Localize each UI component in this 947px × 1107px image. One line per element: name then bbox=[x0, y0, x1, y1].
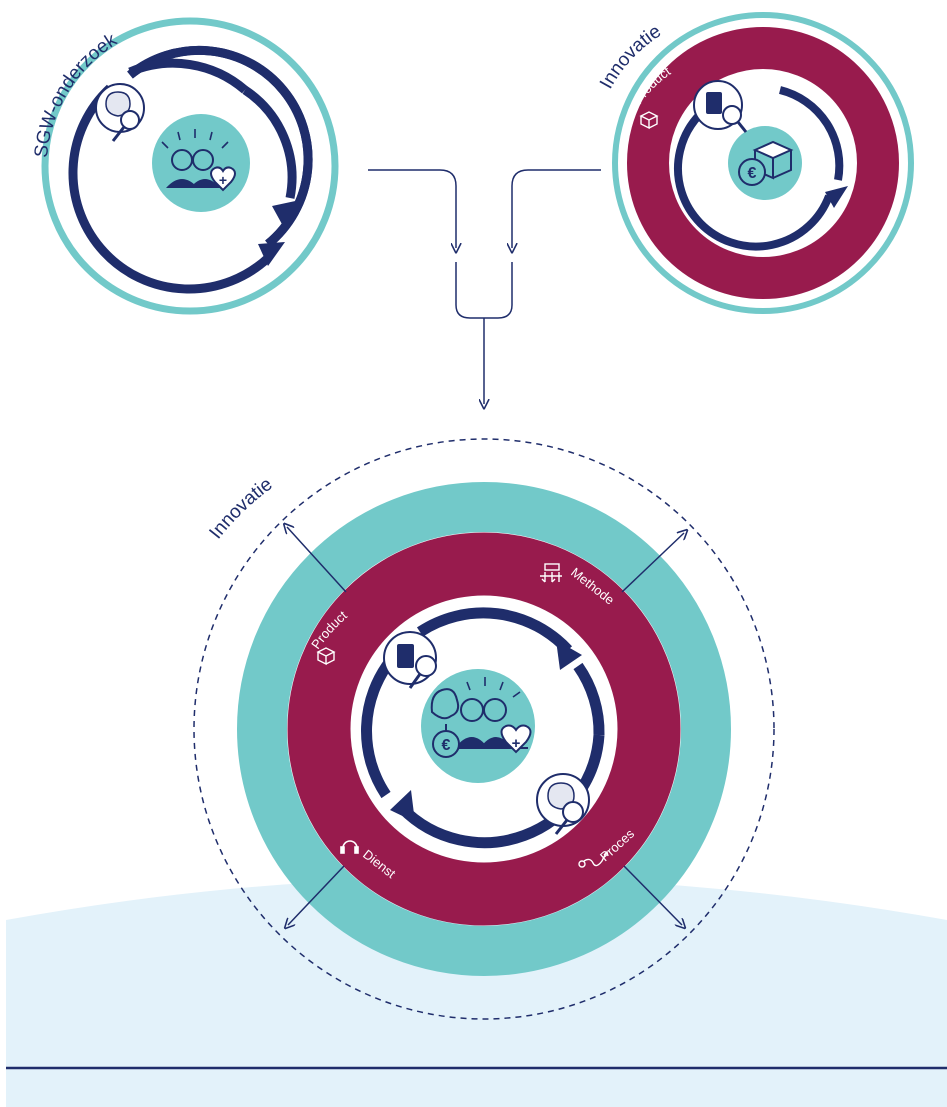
product-box-icon bbox=[316, 647, 336, 666]
method-icon bbox=[540, 563, 562, 583]
svg-text:€: € bbox=[442, 737, 451, 754]
main-innovation-cycle: € + bbox=[193, 438, 775, 1020]
innovation-product-cycle: € Product Innovatie bbox=[596, 12, 914, 314]
sgw-research-cycle: + SGW-onderzoek bbox=[31, 17, 339, 315]
brain-search-icon bbox=[95, 83, 145, 142]
circuit-search-icon bbox=[693, 80, 748, 133]
svg-text:€: € bbox=[748, 165, 757, 182]
ground-hill bbox=[6, 877, 947, 1107]
euro-box-icon: € bbox=[728, 126, 802, 200]
society-hub-icon: € + bbox=[421, 669, 535, 783]
dashed-boundary bbox=[193, 438, 775, 1020]
svg-text:+: + bbox=[512, 735, 521, 752]
circuit-search-icon bbox=[383, 631, 437, 689]
svg-text:+: + bbox=[219, 172, 227, 188]
arrow-methode bbox=[621, 533, 684, 593]
arrow-dienst bbox=[288, 865, 345, 925]
innovatie-title-main: Innovatie bbox=[205, 474, 276, 543]
arrow-product bbox=[287, 527, 347, 593]
arrow-proces bbox=[623, 865, 682, 925]
merge-connectors bbox=[368, 169, 601, 404]
product-box-icon bbox=[639, 111, 659, 130]
process-icon bbox=[578, 850, 609, 868]
people-heart-sun-icon: + bbox=[152, 114, 250, 212]
brain-search-icon bbox=[536, 773, 590, 835]
headset-icon bbox=[340, 840, 359, 854]
